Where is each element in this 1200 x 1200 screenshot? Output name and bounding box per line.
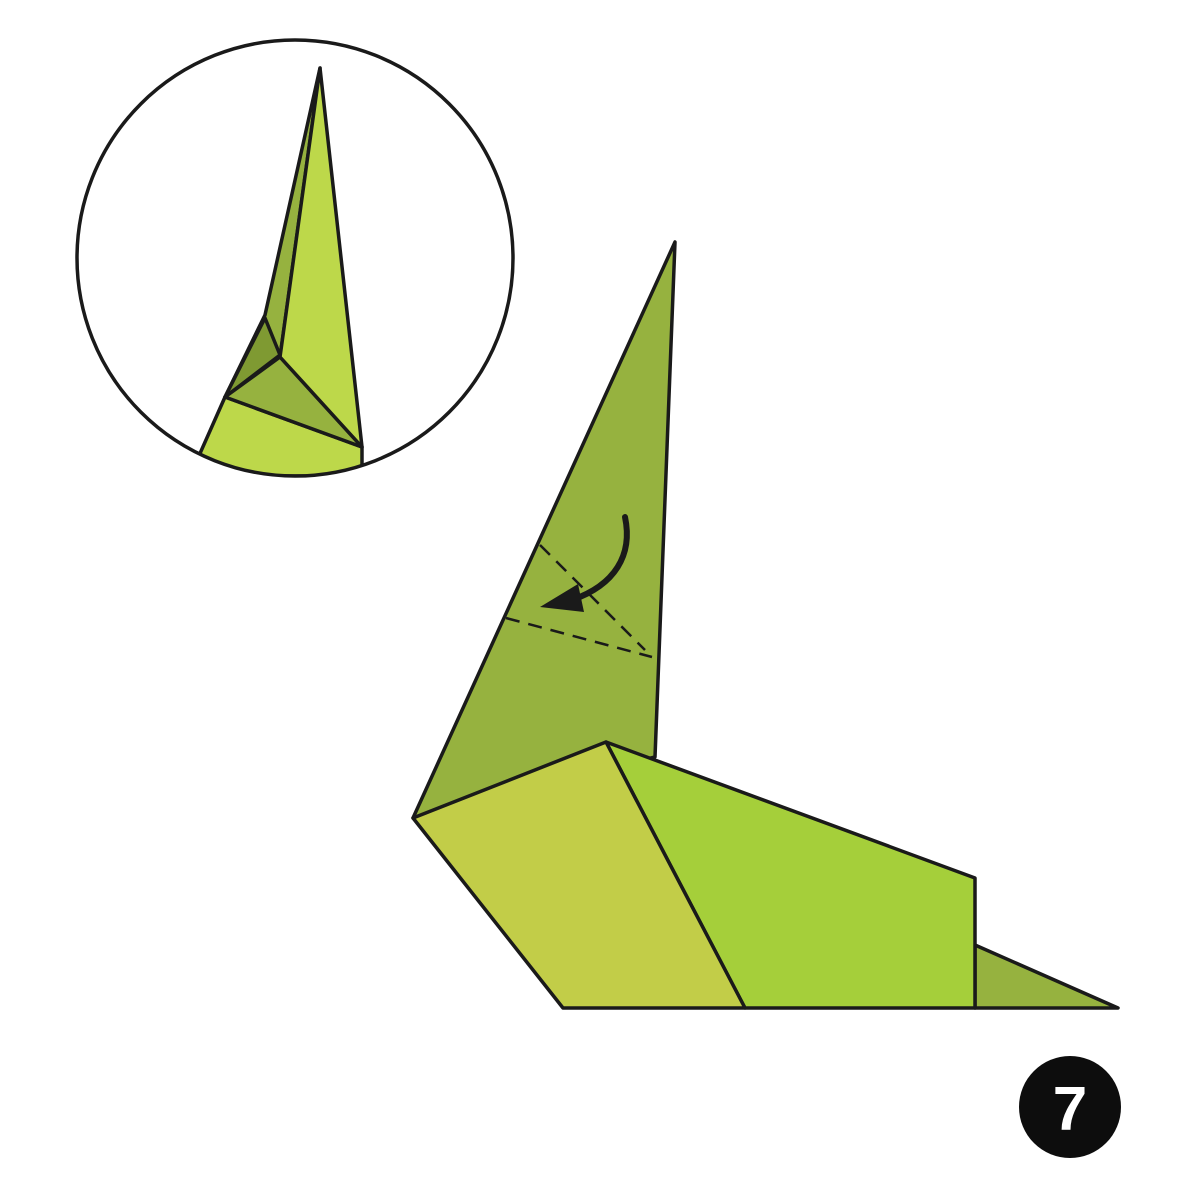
detail-inset (75, 38, 515, 478)
body-front-panel (411, 740, 747, 1010)
fold-arrow (540, 514, 630, 612)
step-badge-circle (1019, 1056, 1121, 1158)
detail-spike (278, 66, 364, 449)
main-model (411, 240, 1120, 1010)
detail-model (188, 66, 364, 476)
neck-spike (411, 240, 677, 820)
detail-circle-frame (75, 38, 515, 478)
fold-line-lower (505, 616, 653, 659)
fold-arrow-curve (569, 514, 630, 603)
fold-line-upper (539, 544, 646, 651)
fold-arrow-head (540, 584, 584, 612)
step-number: 7 (1053, 1075, 1087, 1144)
step-badge: 7 (1019, 1056, 1121, 1158)
tail-flap (973, 943, 1120, 1010)
fold-lines (505, 544, 653, 659)
